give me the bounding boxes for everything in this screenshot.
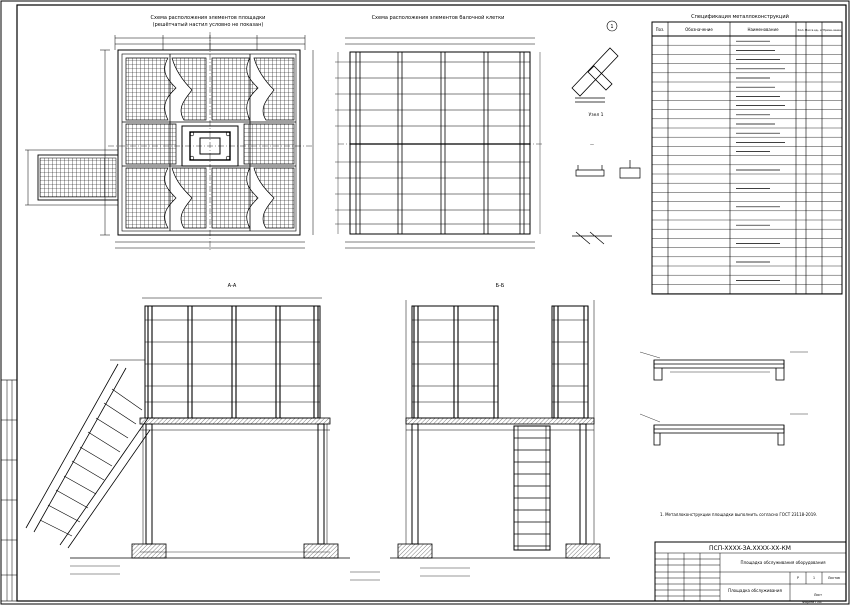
node-details: 1 Узел 1 — xyxy=(571,20,641,245)
frame-view-title: Схема расположения элементов балочной кл… xyxy=(372,14,505,21)
section-b-view: Б-Б xyxy=(390,283,610,577)
header-qty: Кол. xyxy=(798,28,805,32)
title-block-stage: Р xyxy=(797,576,799,580)
title-block-sheet-no: 1 xyxy=(813,576,815,580)
title-block-sheets-label: Листов xyxy=(828,576,840,580)
section-b-title: Б-Б xyxy=(496,283,505,289)
header-mass: Масса ед., кг xyxy=(805,28,824,32)
general-note: 1. Металлоконструкции площадки выполнить… xyxy=(660,512,817,517)
beam-details xyxy=(639,351,808,446)
callout-circle xyxy=(606,20,618,32)
section-a-title: А-А xyxy=(228,283,237,289)
spec-table: Спецификация металлоконструкций Поз. Обо… xyxy=(651,13,843,295)
title-block-sheet-title: Площадка обслуживания xyxy=(728,588,782,593)
plan-view: Схема расположения элементов площадки (р… xyxy=(25,15,314,250)
title-block-sheet-label: Лист xyxy=(814,593,822,597)
title-block: ПСП-XXXX-ЗА.ХХХХ-ХХ-КМ Площадка обслужив… xyxy=(654,541,847,602)
title-block-description: Площадка обслуживания оборудования xyxy=(741,560,827,565)
callout-number: 1 xyxy=(610,24,613,30)
svg-text:—: — xyxy=(590,142,594,147)
spec-table-headers: Поз. Обозначение Наименование Кол. Масса… xyxy=(656,27,842,32)
sheet-format: Формат А1 xyxy=(802,600,822,604)
section-a-view: А-А xyxy=(25,283,380,581)
node-title: Узел 1 xyxy=(588,112,603,118)
header-name: Наименование xyxy=(747,27,779,32)
spec-table-title-text: Спецификация металлоконструкций xyxy=(691,13,789,20)
header-pos: Поз. xyxy=(656,27,665,32)
spec-table-rows xyxy=(652,40,842,294)
plan-view-subtitle: (решётчатый настил условно не показан) xyxy=(153,21,264,28)
plan-view-title: Схема расположения элементов площадки xyxy=(151,15,266,21)
title-block-designation: ПСП-XXXX-ЗА.ХХХХ-ХХ-КМ xyxy=(709,545,791,552)
header-note: Приме-чание xyxy=(823,28,841,32)
header-designation: Обозначение xyxy=(685,27,713,32)
frame-view: Схема расположения элементов балочной кл… xyxy=(335,14,542,249)
